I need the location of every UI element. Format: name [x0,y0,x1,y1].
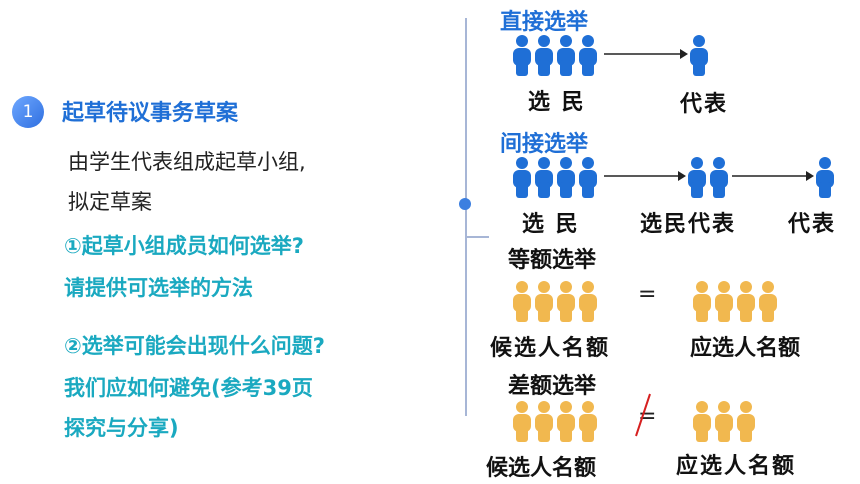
direct-representative-label: 代表 [680,92,729,117]
direct-election-title: 直接选举 [500,10,589,35]
timeline-connector [467,236,489,238]
step-number-badge: 1 [12,96,44,128]
direct-arrow-icon [604,49,688,59]
indirect-voters-group-icon [513,157,597,198]
description-line-2: 拟定草案 [68,190,152,214]
diff-seats-icon [693,401,755,442]
question-1-line-1: ①起草小组成员如何选举? [64,234,304,258]
equal-candidates-icon [513,281,597,322]
equal-sign: = [638,282,657,307]
question-1-line-2: 请提供可选举的方法 [64,276,253,300]
equal-seats-label: 应选人名额 [690,336,801,361]
diff-candidates-label: 候选人名额 [486,456,597,481]
direct-voters-group-icon [513,35,597,76]
direct-voters-label: 选 民 [528,90,586,115]
question-2-line-3: 探究与分享) [64,416,179,440]
not-equal-sign: = [638,404,657,429]
equal-candidates-label: 候选人名额 [490,336,611,361]
indirect-election-title: 间接选举 [500,132,589,157]
step-heading: 起草待议事务草案 [62,101,239,126]
indirect-arrow-1-icon [604,171,686,181]
description-line-1: 由学生代表组成起草小组, [68,150,306,174]
direct-representative-icon [690,35,708,76]
equal-election-title: 等额选举 [508,248,597,273]
indirect-voter-delegates-icon [688,157,728,198]
indirect-voters-label: 选 民 [522,212,580,237]
timeline-dot [459,198,471,210]
indirect-representative-label: 代表 [788,212,837,237]
indirect-voter-delegates-label: 选民代表 [640,212,737,237]
indirect-representative-icon [816,157,834,198]
not-equal-slash-icon [635,393,651,437]
diff-candidates-icon [513,401,597,442]
equal-seats-icon [693,281,777,322]
question-2-line-2: 我们应如何避免(参考39页 [64,376,313,400]
diff-seats-label: 应选人名额 [676,454,797,479]
timeline-line [465,18,467,416]
indirect-arrow-2-icon [732,171,814,181]
differential-election-title: 差额选举 [508,374,597,399]
question-2-line-1: ②选举可能会出现什么问题? [64,334,325,358]
